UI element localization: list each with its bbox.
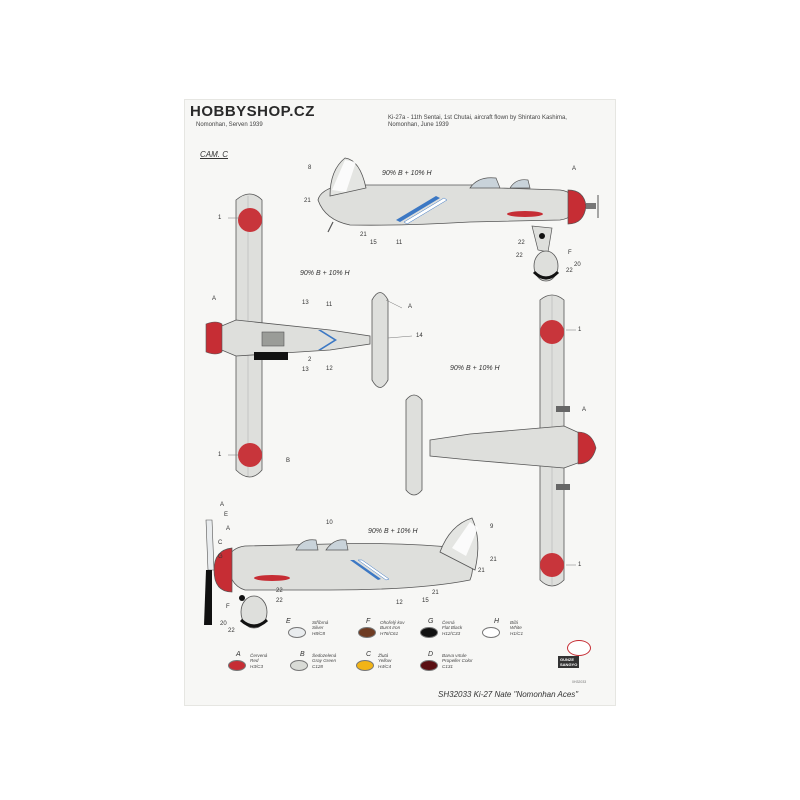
- callout-11: 11: [396, 240, 403, 246]
- callout-21-bottom-b: 21: [478, 568, 485, 574]
- callout-22b: 22: [516, 253, 523, 259]
- side-view-bottom: [204, 517, 479, 629]
- callout-15-bottom: 15: [422, 598, 429, 604]
- swatch-silver: [288, 627, 306, 638]
- callout-E: E: [224, 512, 229, 518]
- callout-A-left: A: [212, 296, 217, 302]
- callout-10: 10: [326, 520, 333, 526]
- callout-1-top: 1: [218, 215, 222, 221]
- legend-letter-C: C: [366, 651, 372, 658]
- header-right-line2: Nomonhan, June 1939: [388, 122, 449, 128]
- swatch-gray-green: [290, 660, 308, 671]
- leader-lines: [228, 217, 576, 566]
- scheme-label-bottom-view: 90% B + 10% H: [450, 365, 500, 372]
- callout-22: 22: [518, 240, 525, 246]
- callout-F-bottom: F: [226, 604, 230, 610]
- scheme-label-side-top: 90% B + 10% H: [382, 170, 432, 177]
- swatch-burnt-iron: [358, 627, 376, 638]
- side-view-top: [317, 157, 599, 282]
- callout-20-bottom: 20: [220, 621, 227, 627]
- callout-A-prop: A: [220, 502, 225, 508]
- callout-A-prop2: A: [226, 526, 231, 532]
- callout-A-right: A: [582, 407, 587, 413]
- callout-21-bottom: 21: [490, 557, 497, 563]
- callout-22-bottom-c: 22: [276, 588, 283, 594]
- callout-8: 8: [308, 165, 312, 171]
- callout-A-tail: A: [408, 304, 413, 310]
- swatch-propeller-color: [420, 660, 438, 671]
- callout-F: F: [568, 250, 572, 256]
- callout-13: 13: [302, 300, 309, 306]
- callout-12-bottom: 12: [396, 600, 403, 606]
- callout-B: B: [286, 458, 291, 464]
- callout-22-bottom: 22: [228, 628, 235, 634]
- camo-tag: CAM. C: [200, 150, 228, 159]
- callout-21b: 21: [360, 232, 367, 238]
- callout-21: 21: [304, 198, 311, 204]
- callout-13b: 13: [302, 367, 309, 373]
- legend-letter-G: G: [428, 618, 434, 625]
- callout-11b: 11: [326, 302, 333, 308]
- swatch-flat-black: [420, 627, 438, 638]
- scheme-label-top-view: 90% B + 10% H: [300, 270, 350, 277]
- callout-21-bottom-c: 21: [432, 590, 439, 596]
- callout-22-bottom-b: 22: [276, 598, 283, 604]
- callout-A-top: A: [572, 166, 577, 172]
- header-left-line2: Nomonhan, Serven 1939: [196, 122, 263, 128]
- legend-letter-F: F: [366, 618, 371, 625]
- legend-letter-B: B: [300, 651, 305, 658]
- bottom-view: [405, 294, 597, 587]
- callout-1-right-bottom: 1: [578, 562, 582, 568]
- callout-G: G: [218, 554, 223, 560]
- legend-letter-E: E: [286, 618, 291, 625]
- header-right-line1: Ki-27a - 11th Sentai, 1st Chutai, aircra…: [388, 115, 567, 121]
- callout-C: C: [218, 540, 223, 546]
- callout-20: 20: [574, 262, 581, 268]
- brand-logo-badge: [567, 640, 591, 656]
- swatch-white: [482, 627, 500, 638]
- callout-2: 2: [308, 357, 312, 363]
- swatch-yellow: [356, 660, 374, 671]
- swatch-red: [228, 660, 246, 671]
- legend-letter-A: A: [236, 651, 241, 658]
- top-view: [205, 193, 389, 478]
- callout-15: 15: [370, 240, 377, 246]
- legend-letter-D: D: [428, 651, 434, 658]
- callout-1-right-top: 1: [578, 327, 582, 333]
- footer-title: SH32033 Ki-27 Nate "Nomonhan Aces": [438, 690, 579, 699]
- callout-14: 14: [416, 333, 423, 339]
- callout-22c: 22: [566, 268, 573, 274]
- scheme-label-side-bottom: 90% B + 10% H: [368, 528, 418, 535]
- watermark-logo: HOBBYSHOP.CZ: [190, 103, 315, 120]
- callout-9: 9: [490, 524, 494, 530]
- callout-12: 12: [326, 366, 333, 372]
- callout-1-bottom: 1: [218, 452, 222, 458]
- legend-letter-H: H: [494, 618, 500, 625]
- sheet-code: 0H32033: [572, 680, 587, 684]
